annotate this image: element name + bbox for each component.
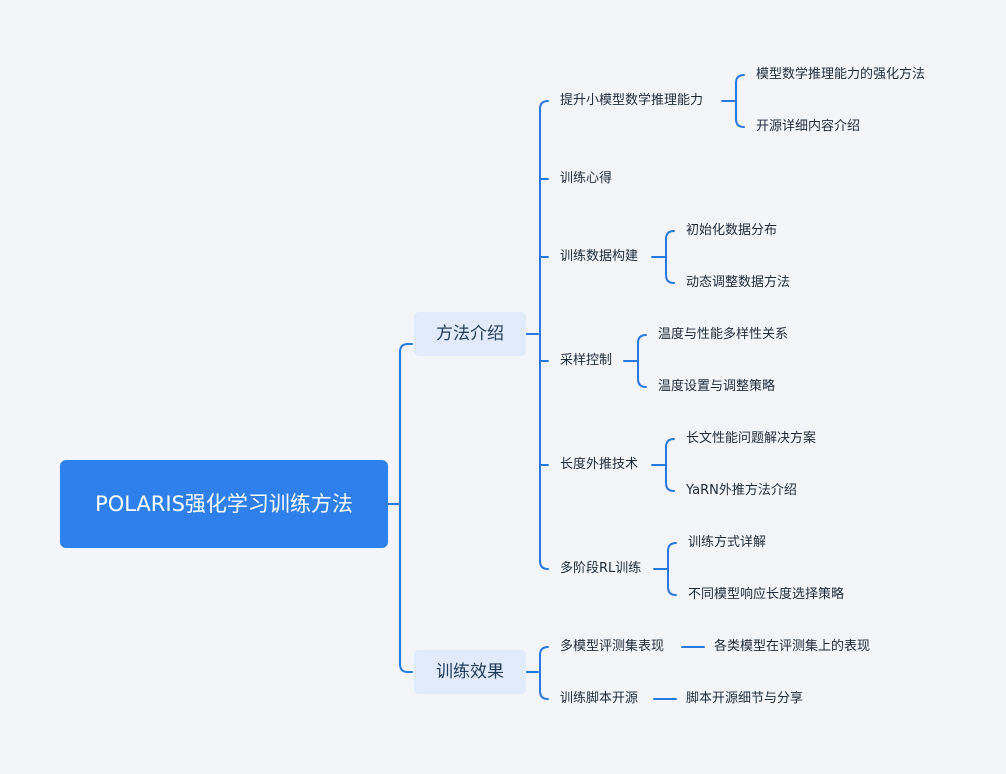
topic-length-extrapolation[interactable]: 长度外推技术 (560, 457, 639, 472)
leaf-rl-method[interactable]: 模型数学推理能力的强化方法 (756, 67, 926, 82)
connector-root-branches (387, 343, 413, 673)
branch-effect-label: 训练效果 (436, 662, 504, 682)
connector-sub5 (651, 438, 675, 492)
connector-effect-children (525, 646, 549, 700)
branch-effect[interactable]: 训练效果 (414, 650, 526, 694)
topic-sampling-control[interactable]: 采样控制 (560, 353, 613, 368)
topic-multistage-rl[interactable]: 多阶段RL训练 (560, 561, 642, 576)
root-node[interactable]: POLARIS强化学习训练方法 (60, 460, 388, 548)
topic-data-construction[interactable]: 训练数据构建 (560, 249, 639, 264)
connector-sub3 (651, 230, 675, 284)
connector-sub1 (721, 74, 745, 128)
topic-math-reasoning[interactable]: 提升小模型数学推理能力 (560, 93, 704, 108)
topic-multi-model-eval[interactable]: 多模型评测集表现 (560, 639, 665, 654)
leaf-training-mode[interactable]: 训练方式详解 (688, 535, 767, 550)
topic-script-open-source[interactable]: 训练脚本开源 (560, 691, 639, 706)
topic-training-notes[interactable]: 训练心得 (560, 171, 613, 186)
leaf-open-source-details[interactable]: 开源详细内容介绍 (756, 119, 861, 134)
leaf-script-details[interactable]: 脚本开源细节与分享 (686, 691, 804, 706)
leaf-long-text-solution[interactable]: 长文性能问题解决方案 (686, 431, 817, 446)
leaf-temperature-diversity[interactable]: 温度与性能多样性关系 (658, 327, 789, 342)
connector-sub6 (653, 542, 677, 596)
branch-method[interactable]: 方法介绍 (414, 312, 526, 356)
connector-sub4 (623, 334, 647, 388)
leaf-yarn-method[interactable]: YaRN外推方法介绍 (686, 483, 797, 498)
leaf-response-length-strategy[interactable]: 不同模型响应长度选择策略 (688, 587, 845, 602)
leaf-eval-performance[interactable]: 各类模型在评测集上的表现 (714, 639, 871, 654)
leaf-init-distribution[interactable]: 初始化数据分布 (686, 223, 778, 238)
connector-method-children (525, 100, 549, 570)
root-title: POLARIS强化学习训练方法 (95, 492, 353, 516)
branch-method-label: 方法介绍 (436, 324, 504, 344)
leaf-temperature-strategy[interactable]: 温度设置与调整策略 (658, 379, 776, 394)
leaf-dynamic-adjust[interactable]: 动态调整数据方法 (686, 275, 791, 290)
